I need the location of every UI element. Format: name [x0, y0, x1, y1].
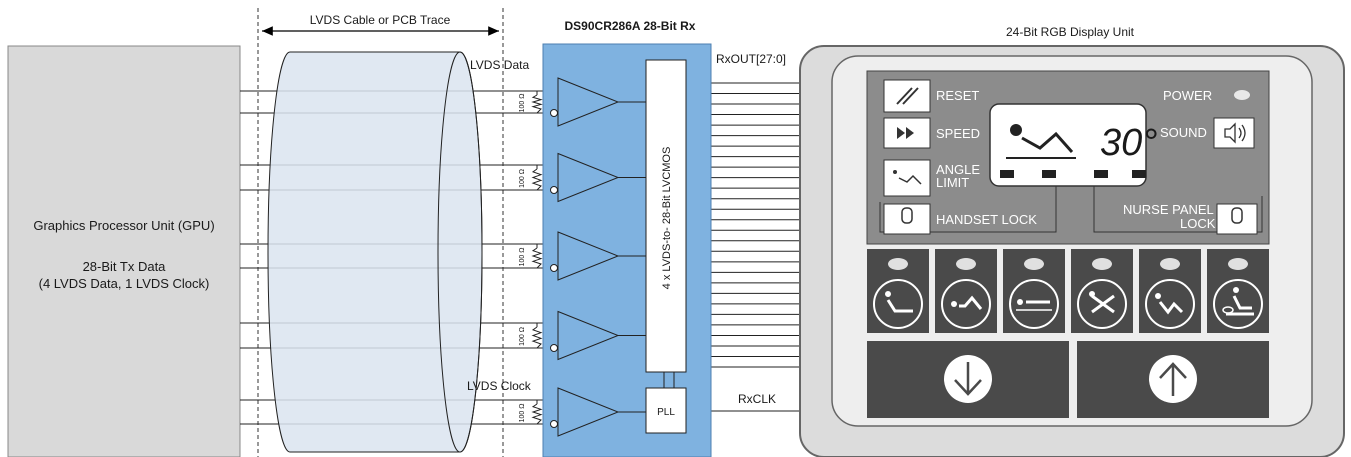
- resistor-value: 100 Ω: [519, 94, 526, 113]
- up-arrow-icon: [1149, 355, 1197, 403]
- gpu-name: Graphics Processor Unit (GPU): [33, 218, 214, 233]
- position-led: [1228, 258, 1248, 270]
- buffer-triangle: [557, 152, 620, 203]
- sound-icon: [1224, 122, 1246, 144]
- handset-lock-label: HANDSET LOCK: [936, 212, 1037, 227]
- lcd-segment: [1000, 170, 1014, 178]
- buffer-triangle: [557, 77, 620, 127]
- inverting-input: [550, 186, 558, 194]
- position-led: [1092, 258, 1112, 270]
- lcd-segment: [1094, 170, 1108, 178]
- gpu-tx-line1: 28-Bit Tx Data: [83, 259, 167, 274]
- nurse-lock-label: LOCK: [1180, 216, 1216, 231]
- inverting-input: [550, 109, 558, 117]
- display-label: 24-Bit RGB Display Unit: [1006, 25, 1135, 39]
- buffer-triangle: [557, 310, 620, 361]
- resistor-value: 100 Ω: [519, 169, 526, 188]
- lcd-screen: [989, 103, 1147, 187]
- lvds-receiver: 100 Ω: [519, 231, 646, 281]
- lcd-segment: [1132, 170, 1146, 178]
- buffer-triangle: [557, 387, 620, 437]
- gpu-tx-line2: (4 LVDS Data, 1 LVDS Clock): [39, 276, 210, 291]
- termination-resistor: [531, 168, 543, 191]
- reset-label: RESET: [936, 88, 979, 103]
- rx-chip-label: DS90CR286A 28-Bit Rx: [565, 19, 696, 33]
- limit-label: LIMIT: [936, 175, 969, 190]
- resistor-value: 100 Ω: [519, 248, 526, 267]
- pll-block: [645, 387, 687, 434]
- knee-up-icon: [941, 279, 991, 329]
- lvcmos-converter: [645, 59, 687, 373]
- lvds-receivers: 100 Ω 100 Ω 100 Ω 100 Ω 100 Ω: [519, 77, 646, 437]
- lvds-data-label: LVDS Data: [470, 58, 529, 72]
- handset-lock-icon: [901, 207, 913, 224]
- vascular-icon: [1145, 279, 1195, 329]
- position-buttons: [867, 249, 1269, 418]
- angle-label: ANGLE: [936, 162, 980, 177]
- nurse-lock-icon: [1231, 207, 1243, 224]
- nurse-lock-button[interactable]: [1216, 203, 1258, 235]
- bed-angle-icon: [1006, 124, 1076, 159]
- position-led: [956, 258, 976, 270]
- inverting-input: [550, 264, 558, 272]
- converter-label: 4 x LVDS-to- 28-Bit LVCMOS: [661, 147, 673, 290]
- lcd-segment: [1042, 170, 1056, 178]
- resistor-value: 100 Ω: [519, 404, 526, 423]
- speed-label: SPEED: [936, 126, 980, 141]
- reset-icon: [896, 87, 919, 105]
- sound-button[interactable]: [1213, 117, 1255, 149]
- inverting-input: [550, 420, 558, 428]
- position-led: [1160, 258, 1180, 270]
- down-arrow-icon: [944, 355, 992, 403]
- lvds-receiver: 100 Ω: [519, 387, 646, 437]
- lcd-angle-value: 30°: [1100, 122, 1157, 164]
- rxclk-label: RxCLK: [738, 392, 776, 406]
- flat-icon: [1009, 279, 1059, 329]
- pll-label: PLL: [657, 407, 675, 418]
- termination-resistor: [531, 247, 543, 269]
- cable-label: LVDS Cable or PCB Trace: [310, 13, 451, 27]
- lvds-clock-label: LVDS Clock: [467, 379, 532, 393]
- angle-limit-icon: [893, 170, 922, 185]
- gpu-block: [7, 45, 241, 457]
- reset-button[interactable]: [883, 79, 931, 113]
- lvds-receiver: 100 Ω: [519, 152, 646, 203]
- resistor-value: 100 Ω: [519, 327, 526, 346]
- lvds-receiver: 100 Ω: [519, 310, 646, 361]
- speed-icon: [897, 127, 914, 139]
- sound-label: SOUND: [1160, 125, 1207, 140]
- inverting-input: [550, 344, 558, 352]
- cancel-icon: [1077, 279, 1127, 329]
- lvds-receiver: 100 Ω: [519, 77, 646, 127]
- angle-limit-button[interactable]: [883, 159, 931, 197]
- termination-resistor: [531, 326, 543, 349]
- termination-resistor: [531, 94, 543, 114]
- nurse-panel-label: NURSE PANEL: [1123, 202, 1214, 217]
- handset-lock-button[interactable]: [883, 203, 931, 235]
- power-led: [1234, 90, 1250, 100]
- rxout-label: RxOUT[27:0]: [716, 52, 786, 66]
- buffer-triangle: [557, 231, 620, 281]
- cable-cylinder: [267, 51, 483, 453]
- position-led: [1024, 258, 1044, 270]
- termination-resistor: [531, 403, 543, 425]
- patient-icon: [1213, 279, 1263, 329]
- power-label: POWER: [1163, 88, 1212, 103]
- position-led: [888, 258, 908, 270]
- seat-up-icon: [873, 279, 923, 329]
- nurse-lock-outline: [1093, 186, 1263, 233]
